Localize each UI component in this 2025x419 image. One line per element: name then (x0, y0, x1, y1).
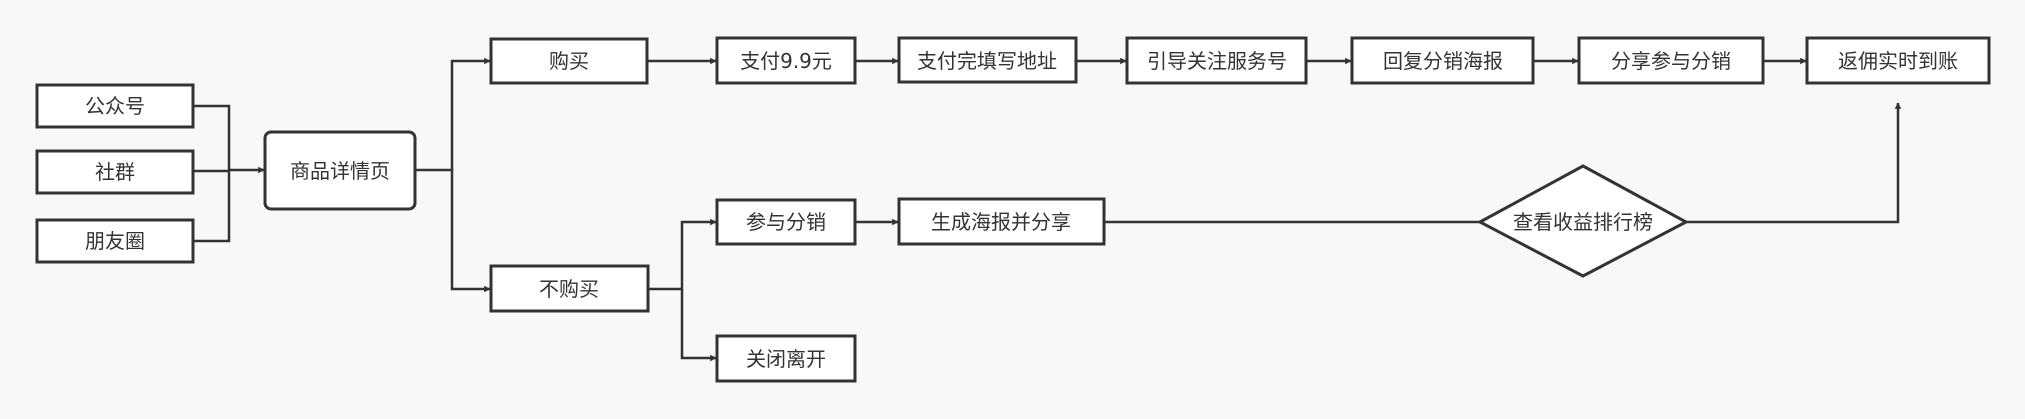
node-huifu-label: 回复分销海报 (1383, 49, 1503, 73)
node-guanbi: 关闭离开 (715, 334, 857, 383)
edge-bugoumai-to-guanbi (680, 289, 717, 362)
node-tianxie: 支付完填写地址 (897, 36, 1078, 84)
node-pengyouquan-label: 朋友圈 (85, 229, 145, 253)
node-fanyong-label: 返佣实时到账 (1838, 49, 1958, 73)
node-gongzhonghao-label: 公众号 (85, 94, 145, 118)
node-bugoumai: 不购买 (489, 264, 650, 313)
edge-shangpin-to-bugoumai (450, 170, 491, 293)
node-shengcheng-label: 生成海报并分享 (931, 210, 1071, 234)
node-chakan-decision: 查看收益排行榜 (1476, 164, 1690, 278)
edge-chakan-to-fanyong (1686, 102, 1902, 224)
node-shequn-label: 社群 (95, 160, 135, 184)
node-guanbi-label: 关闭离开 (746, 347, 826, 371)
edge-gongzhonghao-to-shangpin (193, 104, 231, 170)
node-pengyouquan: 朋友圈 (35, 218, 195, 264)
node-fenxiang-label: 分享参与分销 (1611, 49, 1731, 73)
node-tianxie-label: 支付完填写地址 (917, 49, 1057, 73)
node-huifu: 回复分销海报 (1350, 36, 1535, 85)
node-goumai: 购买 (489, 37, 649, 85)
node-shengcheng: 生成海报并分享 (897, 197, 1106, 246)
node-canyu-label: 参与分销 (746, 210, 826, 234)
node-gongzhonghao: 公众号 (35, 83, 195, 129)
node-fanyong: 返佣实时到账 (1805, 36, 1991, 85)
edge-shangpin-to-goumai (415, 57, 491, 172)
node-chakan-label: 查看收益排行榜 (1513, 210, 1653, 234)
node-shangpin: 商品详情页 (263, 130, 417, 211)
edge-pengyouquan-to-shangpin (193, 170, 231, 243)
edge-bugoumai-to-canyu (648, 218, 717, 291)
node-shequn: 社群 (35, 149, 195, 195)
node-yindao-label: 引导关注服务号 (1147, 49, 1287, 73)
node-bugoumai-label: 不购买 (539, 277, 599, 301)
node-shangpin-label: 商品详情页 (290, 159, 390, 183)
node-zhifu-label: 支付9.9元 (740, 49, 832, 73)
node-yindao: 引导关注服务号 (1125, 36, 1308, 85)
node-zhifu: 支付9.9元 (715, 36, 857, 85)
node-goumai-label: 购买 (549, 49, 589, 73)
node-fenxiang: 分享参与分销 (1577, 36, 1765, 85)
node-canyu: 参与分销 (715, 198, 857, 246)
